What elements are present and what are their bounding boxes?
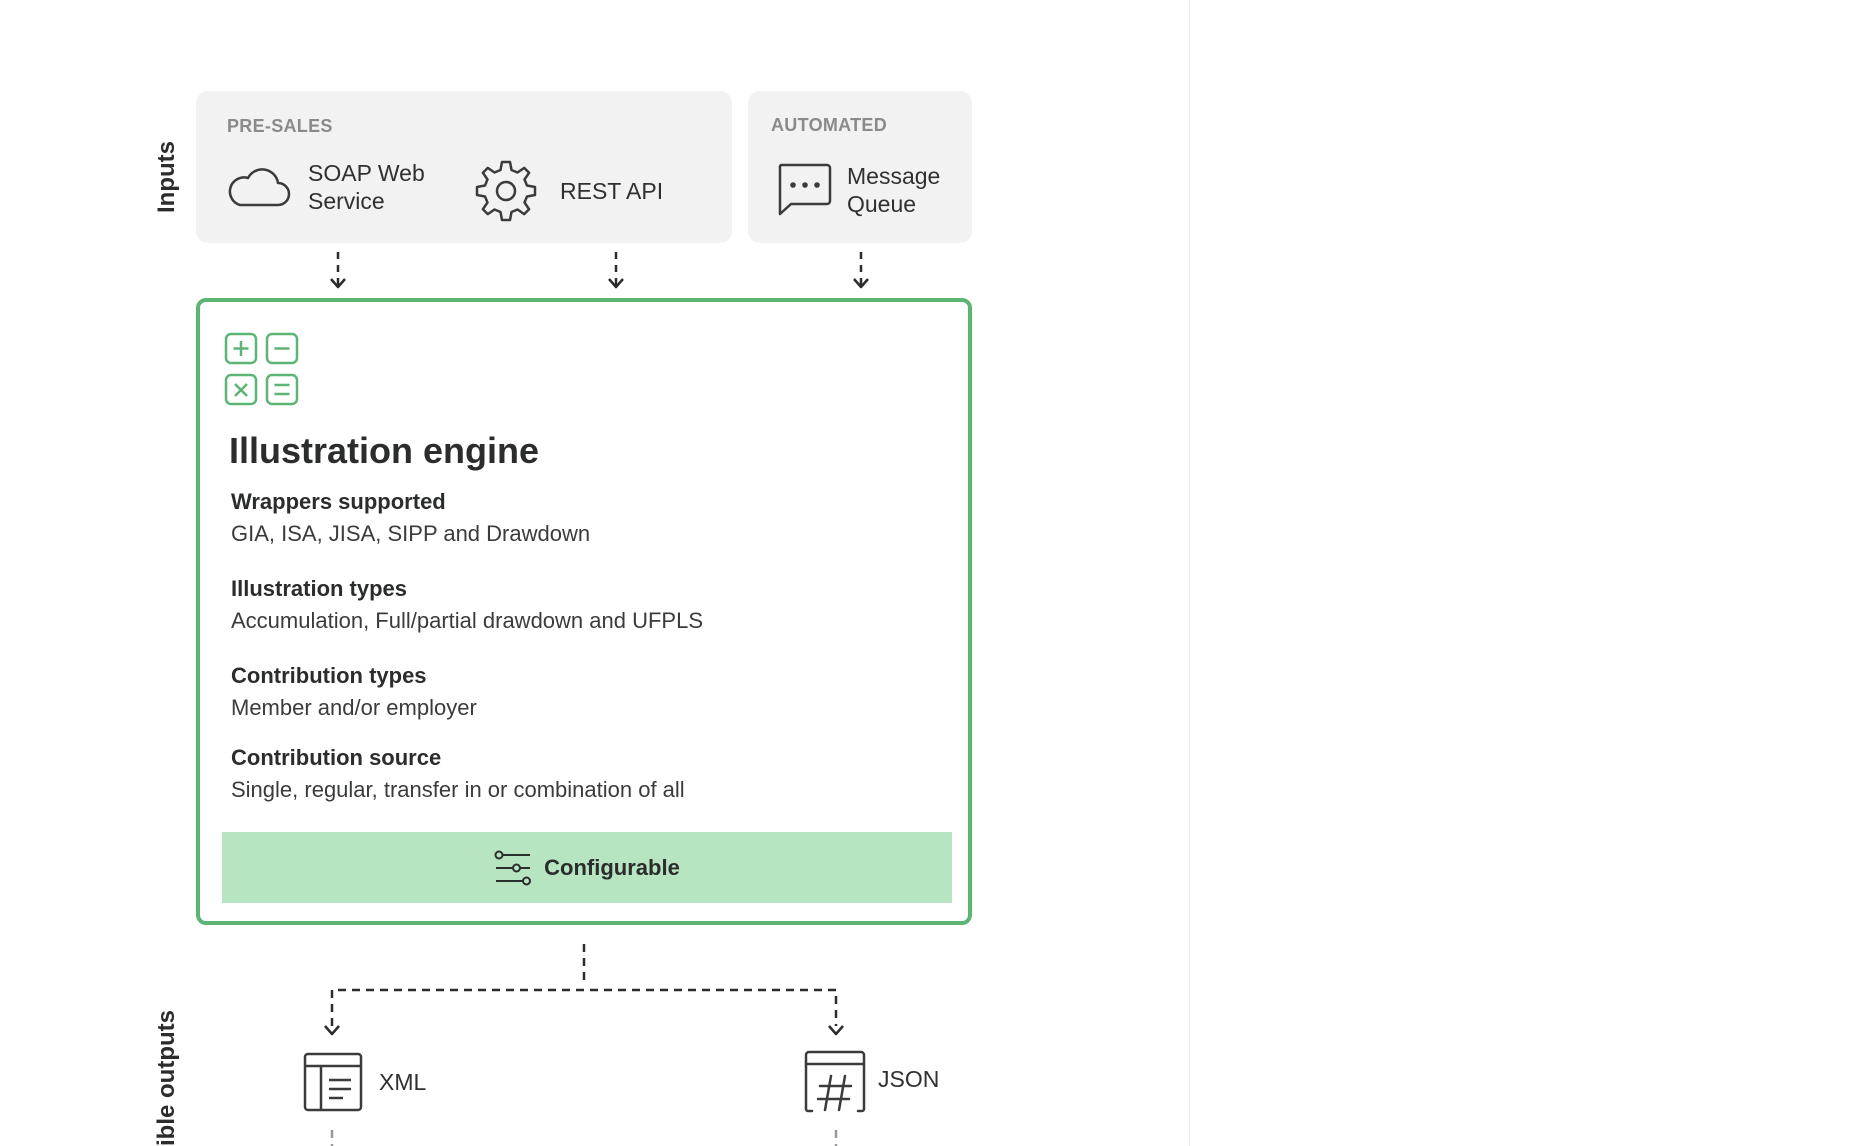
page-divider	[1189, 0, 1190, 1146]
message-queue-item: Message Queue	[775, 161, 940, 219]
feature-heading: Contribution source	[231, 745, 442, 770]
illustration-engine-card: Illustration engine Wrappers supported G…	[196, 298, 972, 925]
feature-value: Member and/or employer	[231, 695, 477, 720]
configurable-bar: Configurable	[222, 832, 952, 903]
feature-contribution-source: Contribution source Single, regular, tra…	[231, 743, 685, 807]
presales-panel: PRE-SALES SOAP Web Service REST API	[196, 91, 732, 243]
feature-value: Accumulation, Full/partial drawdown and …	[231, 608, 704, 633]
presales-title: PRE-SALES	[227, 116, 333, 136]
document-list-icon	[303, 1052, 363, 1112]
feature-contribution-types: Contribution types Member and/or employe…	[231, 661, 477, 725]
json-label: JSON	[878, 1065, 940, 1092]
feature-heading: Illustration types	[231, 576, 408, 601]
arrow-rest	[608, 252, 624, 289]
feature-heading: Wrappers supported	[231, 489, 446, 514]
hash-document-icon	[804, 1050, 866, 1113]
mq-label-line2: Queue	[847, 191, 917, 217]
soap-web-service-item: SOAP Web Service	[224, 159, 425, 215]
automated-panel: AUTOMATED Message Queue	[748, 91, 972, 243]
arrowhead-xml	[324, 1025, 340, 1036]
output-xml: XML	[303, 1052, 426, 1112]
configurable-label: Configurable	[544, 854, 680, 880]
connector-branch	[330, 988, 838, 1026]
rest-api-item: REST API	[474, 159, 663, 223]
chat-bubble-icon	[778, 163, 832, 216]
soap-web-service-label: SOAP Web Service	[308, 159, 425, 215]
cloud-icon	[228, 168, 291, 207]
soap-label-line1: SOAP Web	[308, 160, 425, 186]
gear-icon	[475, 160, 537, 222]
soap-label-line2: Service	[308, 188, 385, 214]
xml-label: XML	[379, 1068, 427, 1095]
feature-illustration-types: Illustration types Accumulation, Full/pa…	[231, 574, 703, 638]
feature-wrappers: Wrappers supported GIA, ISA, JISA, SIPP …	[231, 487, 590, 551]
feature-heading: Contribution types	[231, 663, 427, 688]
rest-api-label: REST API	[560, 178, 664, 204]
sliders-icon	[494, 850, 532, 885]
message-queue-label: Message Queue	[847, 162, 940, 218]
calculator-operators-icon	[224, 332, 299, 406]
automated-title: AUTOMATED	[771, 115, 888, 135]
arrow-soap	[330, 252, 346, 289]
output-json: JSON	[804, 1050, 939, 1114]
engine-title: Illustration engine	[229, 430, 540, 471]
feature-value: Single, regular, transfer in or combinat…	[231, 777, 685, 802]
feature-value: GIA, ISA, JISA, SIPP and Drawdown	[231, 521, 591, 546]
arrowhead-json	[828, 1025, 844, 1036]
arrow-mq	[853, 252, 869, 289]
mq-label-line1: Message	[847, 163, 941, 189]
